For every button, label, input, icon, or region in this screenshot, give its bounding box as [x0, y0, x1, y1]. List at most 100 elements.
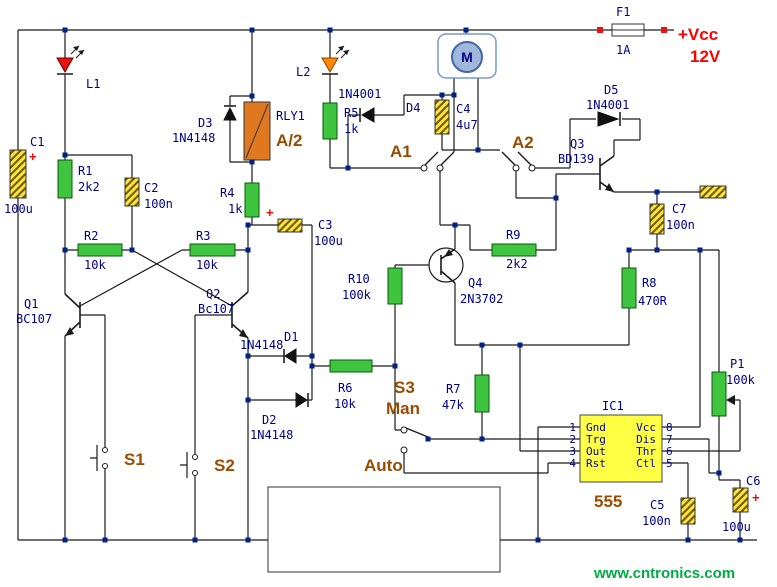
label-Q4: Q4	[468, 276, 482, 290]
ic-pin-number: 2	[569, 433, 576, 446]
value-D4: 1N4001	[338, 87, 381, 101]
label-R4: R4	[220, 186, 234, 200]
polarity-C6: +	[752, 490, 760, 505]
resistor-R3	[189, 243, 236, 257]
label-RLY1: RLY1	[276, 109, 305, 123]
resistor-R9	[491, 243, 537, 257]
vcc-value: 12V	[690, 47, 721, 66]
label-R6: R6	[338, 381, 352, 395]
value-Q3: BD139	[558, 152, 594, 166]
transistor-Q4	[428, 247, 464, 284]
label-C6: C6	[746, 474, 760, 488]
ic-pin-number: 8	[666, 421, 673, 434]
value-R8: 470R	[638, 294, 668, 308]
value-D5: 1N4001	[586, 98, 629, 112]
ic-pin-number: 7	[666, 433, 673, 446]
label-R10: R10	[348, 272, 370, 286]
value-Q4: 2N3702	[460, 292, 503, 306]
led-L2	[321, 45, 350, 75]
led-L1	[56, 45, 85, 75]
pushbutton-S1	[102, 447, 108, 469]
label-C5: C5	[650, 498, 664, 512]
value-R6: 10k	[334, 397, 356, 411]
motor-label: M	[461, 49, 473, 65]
resistor-R7	[474, 374, 490, 413]
label-R5: R5	[344, 106, 358, 120]
label-Q1: Q1	[24, 297, 38, 311]
value-C6: 100u	[722, 520, 751, 534]
switch-A1	[420, 151, 455, 172]
value-C5: 100n	[642, 514, 671, 528]
fuse-rating: 1A	[616, 43, 631, 57]
label-Q2: Q2	[206, 287, 220, 301]
supply-node-dot	[661, 27, 667, 33]
ground-symbol	[699, 185, 727, 199]
value-C1: 100u	[4, 202, 33, 216]
value-R7: 47k	[442, 398, 464, 412]
value-C2: 100n	[144, 197, 173, 211]
value-R5: 1k	[344, 122, 359, 136]
label-A1: A1	[390, 142, 412, 161]
polarity-C3: +	[266, 205, 274, 220]
value-P1: 100k	[726, 373, 756, 387]
fuse-F1	[597, 23, 667, 37]
label-D4: D4	[406, 101, 420, 115]
label-C2: C2	[144, 181, 158, 195]
polarity-C1: +	[29, 149, 37, 164]
capacitor-C6	[732, 487, 749, 513]
capacitors	[9, 99, 749, 525]
ic-pin-label: Gnd	[586, 421, 606, 434]
value-R3: 10k	[196, 258, 218, 272]
ic-pin-number: 5	[666, 457, 673, 470]
ic-pin-label: Thr	[636, 445, 656, 458]
label-R1: R1	[78, 164, 92, 178]
label-S3-auto: Auto	[364, 456, 403, 475]
wires	[17, 29, 757, 541]
label-C4: C4	[456, 102, 470, 116]
value-R1: 2k2	[78, 180, 100, 194]
transistor-Q2	[231, 291, 249, 339]
value-R4: 1k	[228, 202, 243, 216]
resistor-R2	[77, 243, 123, 257]
value-IC1: 555	[594, 492, 622, 511]
transistor-Q1	[64, 293, 81, 337]
diode-D4	[359, 107, 375, 123]
label-P1: P1	[730, 357, 744, 371]
resistors	[57, 102, 727, 417]
value-C7: 100n	[666, 218, 695, 232]
resistor-R10	[387, 267, 403, 305]
value-D1: 1N4148	[240, 338, 283, 352]
ic-pin-label: Ctl	[636, 457, 656, 470]
label-R7: R7	[446, 382, 460, 396]
ic-pin-label: Out	[586, 445, 606, 458]
resistor-R5	[322, 102, 338, 140]
diode-D2	[295, 392, 309, 408]
ic-pin-number: 4	[569, 457, 576, 470]
label-R2: R2	[84, 229, 98, 243]
ic-pin-label: Dis	[636, 433, 656, 446]
diode-D3	[223, 105, 237, 121]
resistor-R4	[244, 182, 260, 218]
resistor-R6	[329, 359, 373, 373]
label-R3: R3	[196, 229, 210, 243]
ic-pin-label: Trg	[586, 433, 606, 446]
label-S2: S2	[214, 456, 235, 475]
ic-pin-number: 6	[666, 445, 673, 458]
label-S3: S3	[394, 378, 415, 397]
transistors	[64, 155, 615, 339]
value-C4: 4u7	[456, 118, 478, 132]
wire-net	[17, 29, 757, 541]
ic-pin-label: Vcc	[636, 421, 656, 434]
ic-pin-number: 1	[569, 421, 576, 434]
switches	[102, 151, 536, 476]
label-IC1: IC1	[602, 399, 624, 413]
label-A2: A2	[512, 133, 534, 152]
value-RLY1: A/2	[276, 131, 302, 150]
blank-box	[267, 486, 501, 573]
label-L1: L1	[86, 77, 100, 91]
capacitor-C1	[9, 149, 27, 199]
label-D1: D1	[284, 330, 298, 344]
label-R8: R8	[642, 276, 656, 290]
switch-S3	[400, 426, 429, 454]
